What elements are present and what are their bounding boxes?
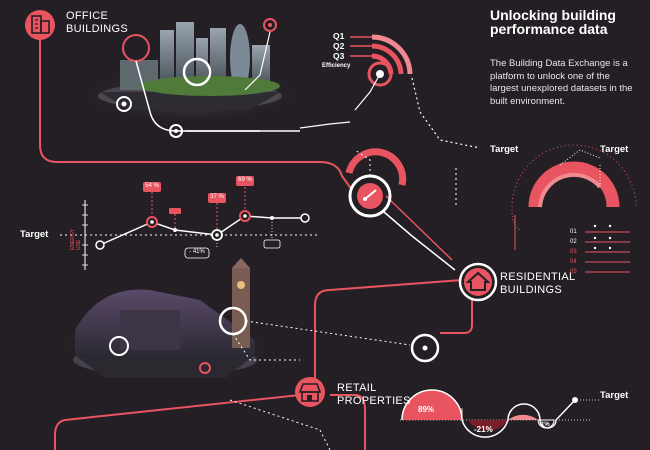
shop-icon xyxy=(295,377,325,407)
office-markers xyxy=(116,18,351,138)
line-chart-low-label: - 41% xyxy=(189,249,205,255)
gauge-label-q3: Q3 xyxy=(333,51,345,61)
rings-row-label-2: 02 xyxy=(570,239,577,245)
connector-lines xyxy=(39,40,473,450)
target-label-left: Target xyxy=(20,229,49,240)
wave-value-4: -1% xyxy=(539,422,550,428)
energy-use-axis-label: ENERGY USE xyxy=(70,228,82,250)
wave-value-3: 27% xyxy=(512,408,529,417)
retail-wave-chart xyxy=(400,389,600,438)
page-description: The Building Data Exchange is a platform… xyxy=(490,58,633,107)
hub-ring xyxy=(345,148,457,271)
target-label-top-right: Target xyxy=(600,144,629,155)
line-chart-badge-1: 54 % xyxy=(145,183,159,189)
wave-value-1: 89% xyxy=(418,405,435,414)
gauge-label-q2: Q2 xyxy=(333,41,345,51)
residential-markers xyxy=(109,306,440,450)
page-title: Unlocking building performance data xyxy=(490,7,616,37)
office-building-icon xyxy=(25,10,55,40)
gauge-label-q1: Q1 xyxy=(333,31,345,41)
line-chart-badge-2: 37 % xyxy=(210,194,224,200)
efficiency-gauge xyxy=(350,34,481,149)
rings-row-label-3: 03 xyxy=(570,249,577,255)
line-chart-badge-3: 69 % xyxy=(238,177,252,183)
gauge-label-efficiency: Efficiency xyxy=(322,63,351,69)
residential-town-illustration xyxy=(55,258,275,380)
rings-row-label-1: 01 xyxy=(570,229,577,235)
target-label-top-middle: Target xyxy=(490,144,519,155)
rings-row-label-4: 04 xyxy=(570,259,577,265)
office-buildings-illustration xyxy=(75,22,305,125)
energy-line-chart xyxy=(60,176,320,270)
category-residential-label: RESIDENTIAL BUILDINGS xyxy=(500,271,576,296)
rings-row-label-5: 05 xyxy=(570,269,577,275)
target-label-bottom-right: Target xyxy=(600,390,629,401)
category-retail-label: RETAIL PROPERTIES xyxy=(337,382,411,407)
wave-value-2: -21% xyxy=(474,425,493,434)
house-icon xyxy=(458,262,498,302)
residential-rings-chart xyxy=(511,144,637,273)
category-office-label: OFFICE BUILDINGS xyxy=(66,10,128,35)
